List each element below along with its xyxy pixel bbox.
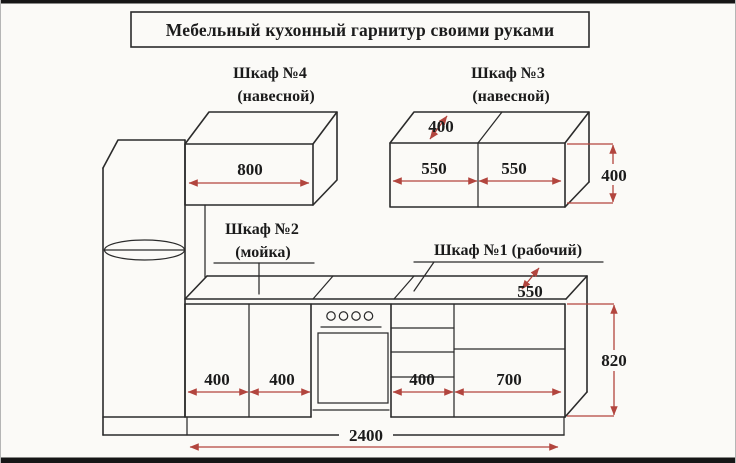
- stove-knob: [326, 311, 336, 321]
- dim-total-width: 2400: [189, 426, 559, 451]
- dim-550-right-value: 550: [501, 159, 527, 178]
- label-cabinet1-name: Шкаф №1 (рабочий): [434, 242, 582, 259]
- dim-400-height-value: 400: [601, 166, 627, 185]
- label-cabinet4-name: Шкаф №4: [233, 65, 307, 82]
- dim-700-value: 700: [496, 370, 522, 389]
- dim-400-door-left-value: 400: [204, 370, 230, 389]
- wall-cabinet-3: [389, 111, 590, 208]
- dim-cabinet3-depth: 400: [428, 115, 454, 140]
- label-cabinet1: Шкаф №1 (рабочий): [413, 242, 604, 292]
- frame-top: [1, 0, 735, 4]
- dim-2400-value: 2400: [349, 426, 383, 445]
- label-cabinet3-name: Шкаф №3: [471, 65, 545, 82]
- stove: [312, 311, 390, 411]
- dim-550-left-value: 550: [421, 159, 447, 178]
- dim-cabinet4-width: 800: [188, 160, 310, 187]
- frame-bottom: [1, 457, 735, 463]
- label-cabinet4: Шкаф №4 (навесной): [233, 65, 315, 105]
- dim-countertop-depth: 550: [517, 267, 543, 301]
- label-cabinet2-type: (мойка): [235, 244, 291, 261]
- dim-400-drawers-value: 400: [409, 370, 435, 389]
- label-cabinet3: Шкаф №3 (навесной): [471, 65, 550, 105]
- stove-knob: [351, 311, 361, 321]
- dim-820-value: 820: [601, 351, 627, 370]
- page-title: Мебельный кухонный гарнитур своими рукам…: [166, 20, 554, 40]
- title-box: Мебельный кухонный гарнитур своими рукам…: [130, 11, 590, 48]
- base-cabinets: [102, 275, 588, 436]
- dim-400-depth-value: 400: [428, 117, 454, 136]
- dim-550-countertop-value: 550: [517, 282, 543, 301]
- dim-cabinet3-sections: 550 550: [392, 159, 562, 185]
- dim-800-value: 800: [237, 160, 263, 179]
- dim-cabinet3-height: 400: [567, 143, 630, 204]
- label-cabinet2: Шкаф №2 (мойка): [213, 221, 315, 295]
- dim-400-door-right-value: 400: [269, 370, 295, 389]
- dim-work-cabinet: 400 700: [392, 370, 562, 396]
- label-cabinet4-type: (навесной): [237, 88, 314, 105]
- label-cabinet3-type: (навесной): [472, 88, 549, 105]
- wall-cabinet-4: [184, 111, 338, 278]
- dim-sink-doors: 400 400: [187, 370, 311, 396]
- stove-knob: [338, 311, 349, 321]
- stove-knob: [363, 311, 374, 321]
- dim-base-height: 820: [567, 303, 632, 417]
- oven-door: [317, 332, 389, 404]
- refrigerator: [102, 139, 186, 436]
- label-cabinet2-name: Шкаф №2: [225, 221, 299, 238]
